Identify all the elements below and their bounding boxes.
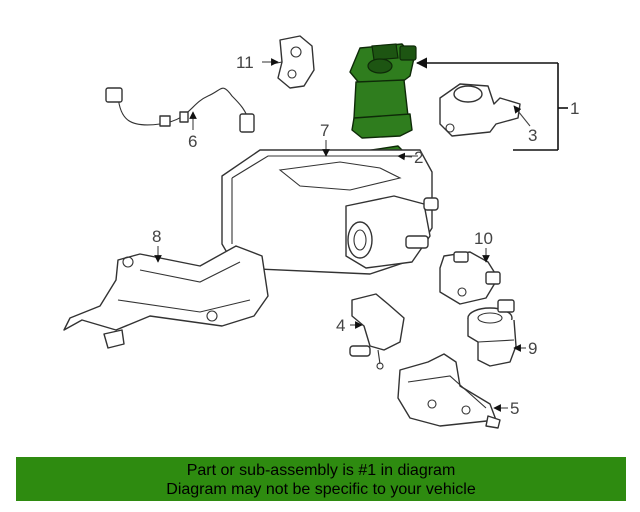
part-9-valve[interactable] [467,299,517,367]
part-7-canister[interactable] [221,149,439,275]
part-1-egr-valve[interactable] [349,43,417,139]
callout-6: 6 [188,132,197,151]
part-11-bracket[interactable] [271,35,315,89]
part-10-purge-valve[interactable] [439,251,501,305]
callout-3: 3 [528,126,537,145]
leader-3 [513,105,531,127]
callout-4: 4 [336,316,345,335]
callout-8: 8 [152,227,161,246]
callout-11: 11 [236,53,254,72]
part-8-bracket[interactable] [63,245,269,349]
callout-1-bracket [415,57,568,151]
part-5-bracket[interactable] [397,353,501,429]
diagram-notice-banner: Part or sub-assembly is #1 in diagram Di… [16,457,626,501]
callout-5: 5 [510,399,519,418]
callout-1: 1 [570,99,579,118]
part-4-sensor[interactable] [349,293,405,370]
notice-line-2: Diagram may not be specific to your vehi… [166,481,476,498]
notice-line-1: Part or sub-assembly is #1 in diagram [186,462,456,479]
part-6-sensor-wire[interactable] [105,87,255,133]
callout-10: 10 [474,229,493,248]
callout-2: 2 [414,148,423,167]
callout-7: 7 [320,121,329,140]
parts-diagram: 1 2 3 4 5 6 7 8 9 10 11 [63,35,579,429]
leader-2 [397,152,413,161]
callout-9: 9 [528,339,537,358]
part-3-solenoid[interactable] [439,83,521,137]
